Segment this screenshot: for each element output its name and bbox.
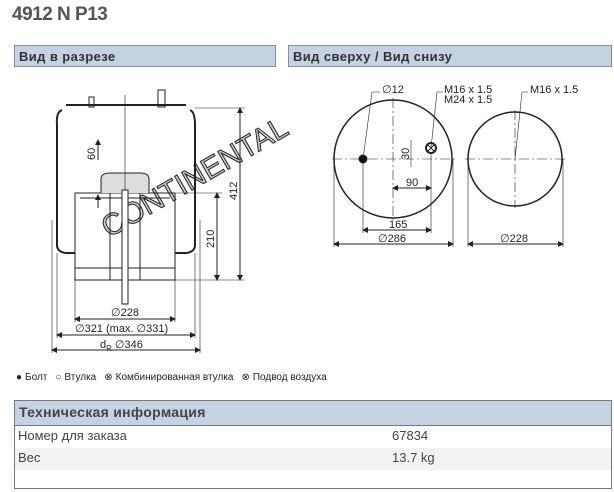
row-value: 67834 (392, 428, 429, 443)
tech-info-table: Техническая информация Номер для заказа 6… (14, 400, 612, 489)
table-header: Техническая информация (15, 401, 611, 426)
dim-d286: ∅286 (378, 233, 406, 245)
air-inlet-icon: ⊗ (241, 372, 250, 383)
table-row: Вес 13.7 kg (15, 448, 611, 470)
dim-165: 165 (389, 219, 407, 231)
section-header-cut-view: Вид в разрезе (14, 45, 276, 67)
combined-bushing-icon: ⊗ (104, 372, 113, 383)
dim-90: 90 (406, 177, 418, 189)
dim-dR-346: dR∅346 (100, 339, 143, 353)
thread-m16-top: M16 x 1.5 (444, 84, 492, 96)
dim-210: 210 (205, 230, 217, 248)
bolt-icon: ● (16, 372, 23, 383)
dim-d321: ∅321 (max. ∅331) (75, 323, 168, 335)
bushing-icon: ○ (55, 372, 62, 383)
row-key: Номер для заказа (18, 428, 127, 443)
dim-412: 412 (228, 182, 240, 200)
technical-drawings: CONTINENTAL 60 412 210 ∅228 ∅321 (max. ∅… (51, 84, 578, 353)
air-spring-section-drawing: CONTINENTAL (51, 89, 294, 353)
dim-d12: ∅12 (382, 84, 404, 96)
legend: ●Болт ○Втулка ⊗Комбинированная втулка ⊗П… (16, 372, 327, 383)
page-title: 4912 N P13 (12, 4, 108, 25)
dim-60: 60 (86, 148, 98, 160)
row-key: Вес (18, 450, 41, 465)
thread-m24: M24 x 1.5 (444, 94, 492, 106)
row-value: 13.7 kg (392, 450, 435, 465)
thread-m16-bottom: M16 x 1.5 (530, 84, 578, 96)
legend-item-air-inlet: ⊗Подвод воздуха (241, 372, 327, 383)
legend-item-combined-bushing: ⊗Комбинированная втулка (104, 372, 234, 383)
legend-item-bolt: ●Болт (16, 372, 48, 383)
legend-item-bushing: ○Втулка (55, 372, 97, 383)
top-bottom-view-drawing (332, 91, 565, 247)
table-row: Номер для заказа 67834 (15, 426, 611, 448)
dim-d228: ∅228 (111, 307, 139, 319)
dim-30: 30 (400, 148, 412, 160)
dim-d228-bottom: ∅228 (500, 233, 528, 245)
section-header-top-bottom-view: Вид сверху / Вид снизу (288, 45, 612, 67)
